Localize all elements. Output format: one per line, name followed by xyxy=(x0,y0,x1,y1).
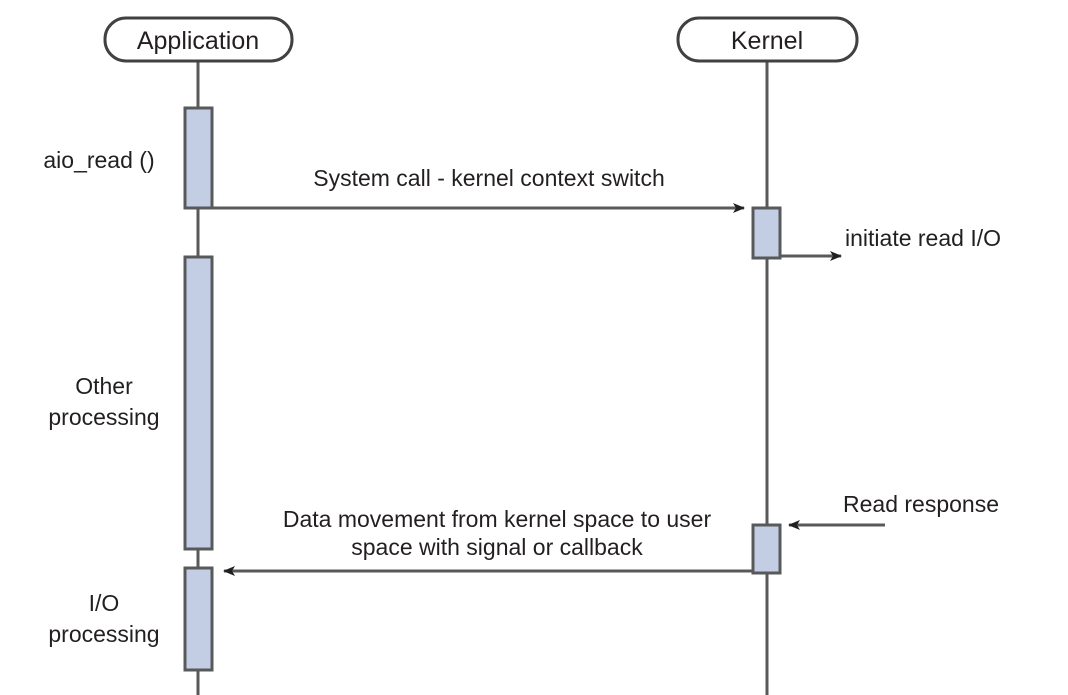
message-label-read-response: Read response xyxy=(843,491,999,517)
message-label-initiate-read-io: initiate read I/O xyxy=(845,225,1001,251)
message-data-movement[interactable]: Data movement from kernel space to user … xyxy=(223,506,755,576)
participant-application[interactable]: Application xyxy=(103,16,294,63)
participant-box-application xyxy=(103,16,294,63)
annotation-aio-read: aio_read () xyxy=(43,147,154,173)
message-label-data-movement-line2: space with signal or callback xyxy=(351,534,643,560)
message-label-system-call: System call - kernel context switch xyxy=(313,165,665,191)
participant-box-kernel xyxy=(676,16,859,63)
annotation-io-processing-line1: I/O xyxy=(89,590,120,616)
activation-bar-kernel-2[interactable] xyxy=(751,523,782,575)
message-system-call[interactable]: System call - kernel context switch xyxy=(198,165,745,213)
annotation-other-processing: Other processing xyxy=(48,373,159,430)
activation-bar-app-1[interactable] xyxy=(183,106,214,210)
annotation-other-processing-line2: processing xyxy=(48,404,159,430)
message-read-response[interactable]: Read response xyxy=(788,491,999,530)
activation-bar-app-2[interactable] xyxy=(183,255,214,551)
participant-label-kernel: Kernel xyxy=(731,27,803,55)
activation-bar-kernel-1[interactable] xyxy=(751,206,782,260)
message-initiate-read-io[interactable]: initiate read I/O xyxy=(767,225,1001,261)
participant-kernel[interactable]: Kernel xyxy=(676,16,859,63)
annotation-other-processing-line1: Other xyxy=(75,373,133,399)
annotation-io-processing-line2: processing xyxy=(48,621,159,647)
annotation-io-processing: I/O processing xyxy=(48,590,159,647)
activation-bar-app-3[interactable] xyxy=(183,566,214,672)
participant-label-application: Application xyxy=(137,27,259,55)
message-label-data-movement-line1: Data movement from kernel space to user xyxy=(283,506,712,532)
